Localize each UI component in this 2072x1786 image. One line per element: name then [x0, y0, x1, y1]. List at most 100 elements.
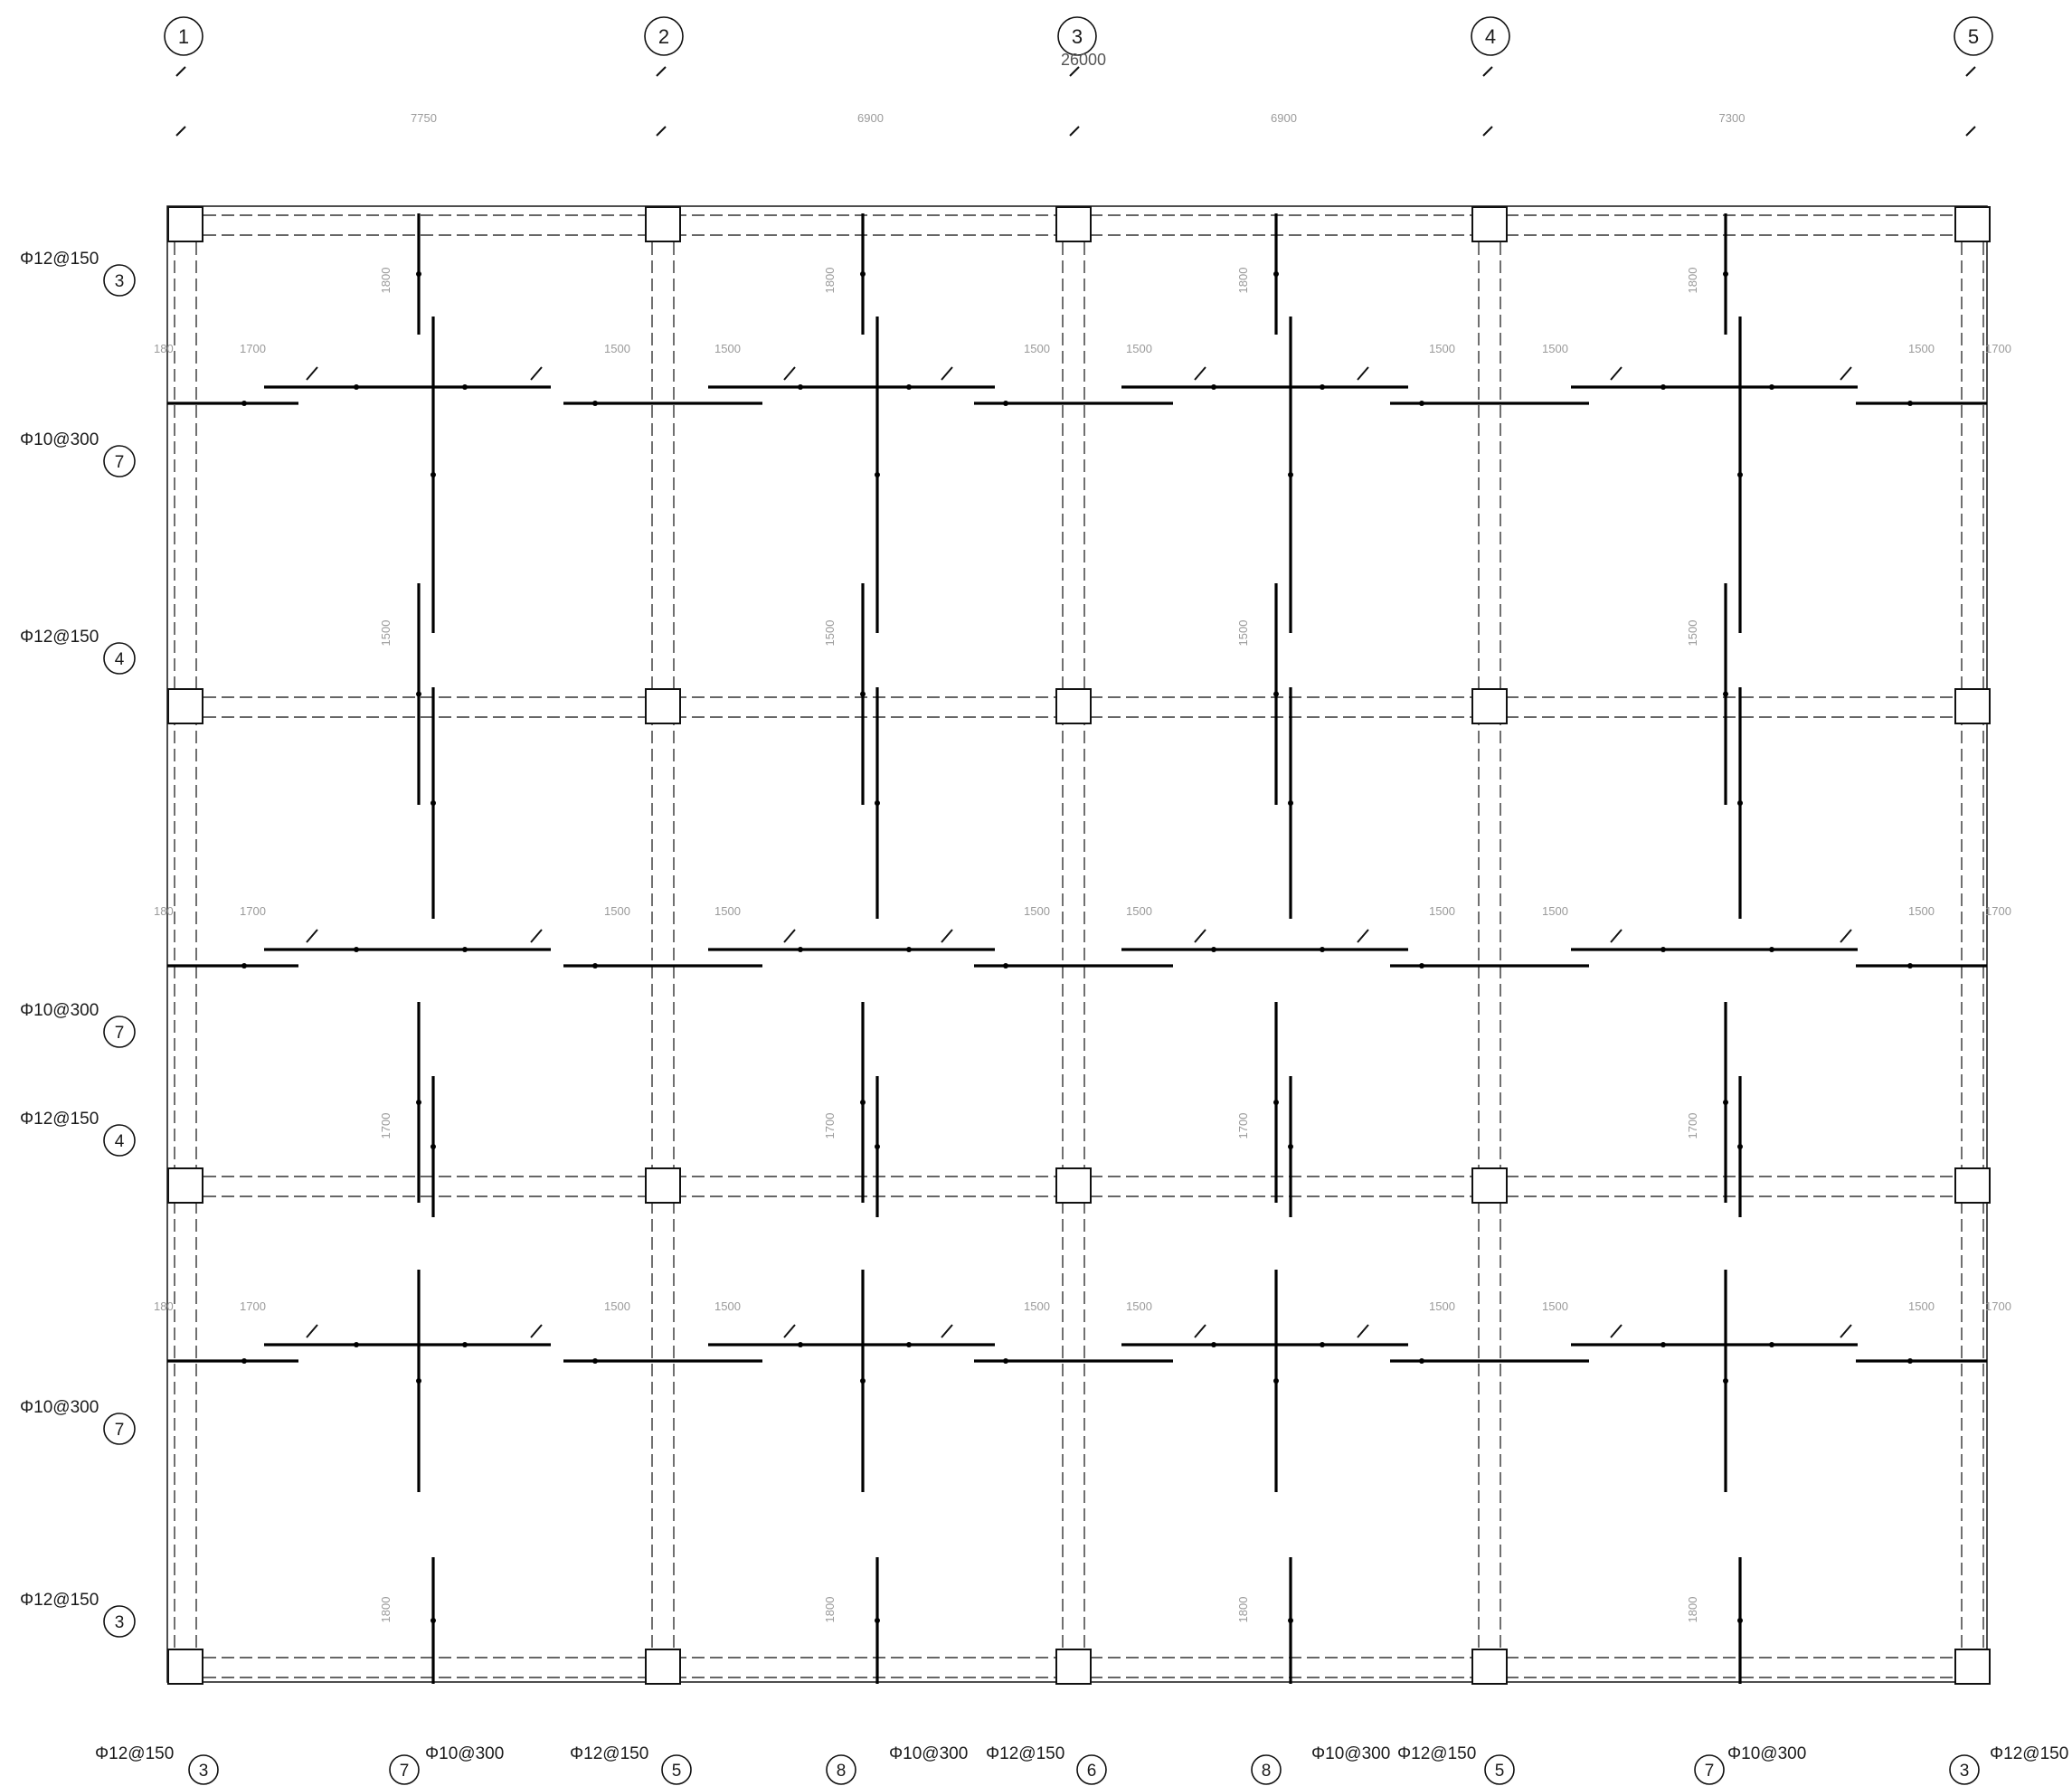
rebar-dimension: 1800 [379, 1597, 393, 1623]
rebar-tick [783, 1324, 796, 1338]
rebar-dot [1211, 384, 1216, 390]
slab-outline [166, 205, 1988, 1683]
axis-2-bubble: 2 [644, 16, 684, 137]
rebar-dot [1723, 271, 1728, 277]
left-label: Φ12@150 3 [20, 1591, 136, 1638]
rebar-dot [1419, 963, 1424, 969]
axis-label: 4 [1485, 25, 1496, 48]
rebar-dot [1723, 1100, 1728, 1105]
axis-tick [175, 66, 186, 77]
rebar-dot [1003, 963, 1008, 969]
mark-circle [661, 1754, 692, 1785]
rebar-mark: 3 [1960, 1762, 1970, 1781]
rebar-mark: 7 [115, 1024, 125, 1043]
rebar-tick [1840, 366, 1852, 381]
rebar-dot [354, 1342, 359, 1347]
total-dimension: 26000 [1061, 51, 1106, 69]
mark-circle [1694, 1754, 1725, 1785]
rebar-dot [416, 691, 421, 697]
rebar-tick [530, 929, 543, 943]
slab-frame [166, 205, 1988, 1683]
rebar-dot [906, 384, 912, 390]
axis-3-bubble: 3 [1057, 16, 1097, 137]
column [1471, 688, 1508, 724]
rebar-mark: 3 [115, 272, 125, 291]
column [1471, 1649, 1508, 1685]
axis-circle [1954, 16, 1993, 56]
rebar-spec: Φ10@300 [1727, 1744, 1806, 1763]
mark-circle [188, 1754, 219, 1785]
rebar-dimension: 1700 [1236, 1113, 1250, 1139]
rebar-mark: 3 [115, 1613, 125, 1632]
mark-circle [1076, 1754, 1107, 1785]
axis-circle [1057, 16, 1097, 56]
rebar-mark: 3 [199, 1762, 209, 1781]
axis-tick [1965, 66, 1976, 77]
bottom-label: Φ12@150 5 [1397, 1744, 1515, 1785]
column [1471, 206, 1508, 242]
rebar-tick [941, 929, 953, 943]
axis-tick [1069, 66, 1080, 77]
rebar-mark: 7 [115, 453, 125, 472]
rebar-dimension: 1500 [1908, 342, 1935, 355]
rebar-dot [1273, 1100, 1279, 1105]
bottom-label: Φ12@150 3 [1949, 1744, 2068, 1785]
rebar-dimension: 180 [154, 342, 174, 355]
rebar-dot [416, 1100, 421, 1105]
rebar-tick [1610, 366, 1623, 381]
rebar-spec: Φ10@300 [20, 430, 99, 449]
axis-label: 1 [178, 25, 189, 48]
rebar-mark: 5 [672, 1762, 682, 1781]
rebar-tick [1840, 1324, 1852, 1338]
rebar-dot [241, 401, 247, 406]
rebar-dimension: 1800 [1236, 1597, 1250, 1623]
rebar-dot [1320, 947, 1325, 952]
rebar-spec: Φ12@150 [20, 1591, 99, 1610]
rebar-dot [1660, 1342, 1666, 1347]
rebar-mark: 5 [1495, 1762, 1505, 1781]
left-rebar-labels: Φ12@1503Φ10@3007Φ12@1504Φ10@3007Φ12@1504… [20, 250, 136, 1638]
rebar-dimension: 1700 [1686, 1113, 1699, 1139]
rebar-dimension: 180 [154, 904, 174, 918]
rebar-dimension-labels: 180 1700 1500 1500 1500 1500 1500 1500 1500 1700 1… [154, 268, 2011, 1623]
rebar-spec: Φ10@300 [20, 1398, 99, 1417]
rebar-dot [1273, 1378, 1279, 1384]
rebar-tick [1357, 929, 1369, 943]
column [645, 1167, 681, 1204]
rebar-dot [875, 1144, 880, 1149]
rebar-dimension: 1500 [1236, 620, 1250, 647]
axis-5-bubble: 5 [1954, 16, 1993, 137]
rebar-dimension: 1700 [1985, 342, 2011, 355]
rebar-dot [1273, 691, 1279, 697]
rebar-dimension: 1500 [1542, 904, 1568, 918]
mark-circle [103, 1413, 136, 1445]
mark-circle [1251, 1754, 1282, 1785]
rebar-dimension: 1500 [604, 342, 630, 355]
rebar-dot [1769, 947, 1774, 952]
rebar-tick [783, 929, 796, 943]
rebar-dimension: 1500 [823, 620, 837, 647]
rebar-spec: Φ12@150 [1397, 1744, 1476, 1763]
rebar-dot [798, 1342, 803, 1347]
mark-circle [103, 445, 136, 477]
rebar-dot [1419, 401, 1424, 406]
rebar-spec: Φ12@150 [1990, 1744, 2068, 1763]
rebar-dimension: 1500 [1024, 342, 1050, 355]
rebar-spec: Φ10@300 [425, 1744, 504, 1763]
rebar-dimension: 1700 [240, 342, 266, 355]
rebar-tick [306, 366, 318, 381]
column [645, 688, 681, 724]
rebar-spec: Φ10@300 [1311, 1744, 1390, 1763]
rebar-tick [941, 1324, 953, 1338]
rebar-dimension: 1800 [1236, 268, 1250, 294]
rebar-dimension: 1500 [1429, 1299, 1455, 1313]
column [1471, 1167, 1508, 1204]
rebar-layout [167, 213, 1987, 1684]
